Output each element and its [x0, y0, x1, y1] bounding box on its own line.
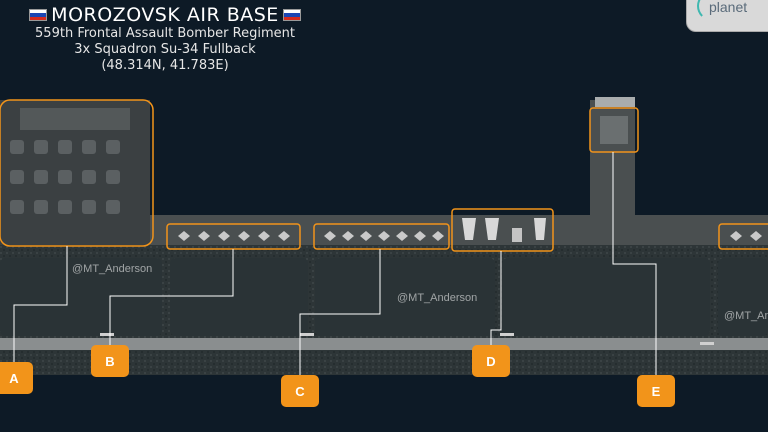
watermark: @MT_Anderson: [72, 263, 153, 275]
planet-logo-icon: [697, 0, 727, 21]
russia-flag-icon: [29, 9, 48, 21]
title-row: MOROZOVSK AIR BASE: [0, 4, 330, 26]
subtitle-unit: 559th Frontal Assault Bomber Regiment: [35, 26, 295, 41]
watermark: @MT_Anderson: [724, 310, 768, 322]
planet-logo: planet: [686, 0, 768, 32]
area-f-partial: [718, 223, 768, 250]
grass-fields: [0, 258, 768, 336]
subtitle-aircraft: 3x Squadron Su-34 Fullback: [74, 42, 256, 57]
runway: [0, 333, 768, 350]
marker-d: D: [472, 345, 510, 377]
marker-e: E: [637, 375, 675, 407]
area-e-structure: [589, 97, 639, 153]
subtitle-coordinates: (48.314N, 41.783E): [101, 58, 229, 73]
marker-c: C: [281, 375, 319, 407]
area-c-aircraft-line: [313, 223, 450, 250]
area-a-revetments: [0, 99, 154, 247]
leader-lines: [13, 152, 657, 375]
title-block: MOROZOVSK AIR BASE 559th Frontal Assault…: [0, 4, 330, 74]
marker-b: B: [91, 345, 129, 377]
russia-flag-icon: [282, 9, 301, 21]
planet-logo-text: planet: [709, 0, 748, 15]
area-d-shelters: [451, 208, 554, 252]
page-title: MOROZOVSK AIR BASE: [51, 4, 279, 26]
watermark: @MT_Anderson: [397, 292, 478, 304]
marker-a: A: [0, 362, 33, 394]
